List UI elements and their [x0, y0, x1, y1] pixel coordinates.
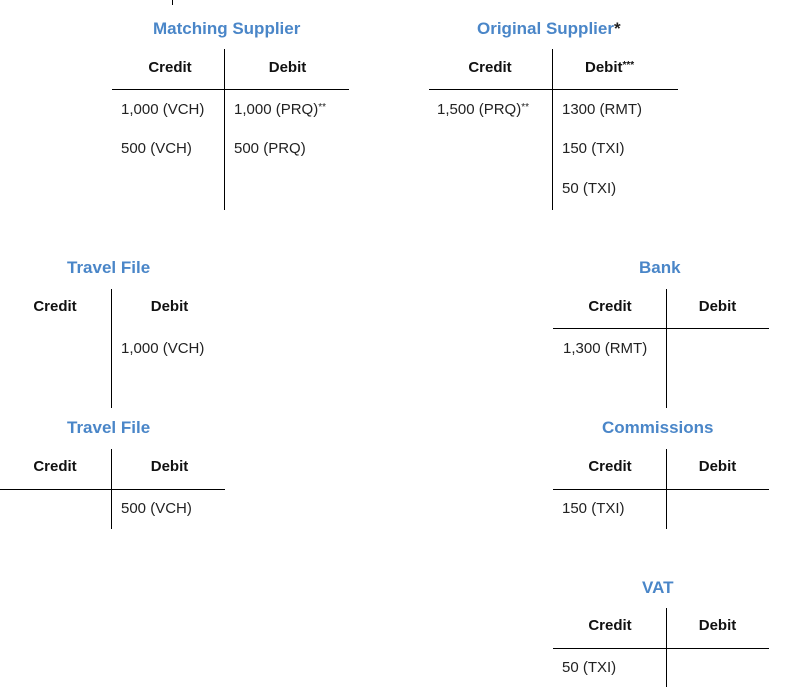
credit-entry: 150 (TXI) — [562, 500, 625, 517]
t-account-horizontal-rule — [553, 489, 769, 490]
account-title: Matching Supplier — [153, 19, 301, 38]
credit-entry-with-note: 1,500 (PRQ)** — [437, 101, 529, 118]
debit-header: Debit — [698, 298, 737, 315]
debit-entry-with-note: 1,000 (PRQ)** — [234, 101, 326, 118]
t-account-vertical-rule — [111, 449, 112, 529]
debit-header: Debit — [698, 617, 737, 634]
debit-header: Debit — [268, 59, 307, 76]
t-account-horizontal-rule — [553, 328, 769, 329]
t-account-vertical-rule — [111, 289, 112, 408]
account-title: Original Supplier — [477, 19, 614, 38]
credit-entry: 50 (TXI) — [562, 659, 617, 676]
debit-header: Debit — [150, 458, 189, 475]
credit-entry: 500 (VCH) — [121, 140, 192, 157]
debit-entry: 1,000 (VCH) — [121, 340, 205, 357]
credit-entry: 1,000 (VCH) — [121, 101, 205, 118]
debit-header-with-note: Debit*** — [585, 59, 634, 76]
stray-tick-mark — [172, 0, 173, 5]
t-account-vertical-rule — [666, 608, 667, 687]
footnote-marker: *** — [622, 60, 635, 71]
debit-header: Debit — [150, 298, 189, 315]
credit-header: Credit — [588, 458, 632, 475]
credit-header: Credit — [148, 59, 192, 76]
t-account-horizontal-rule — [429, 89, 678, 90]
t-account-horizontal-rule — [0, 489, 225, 490]
account-title: Commissions — [602, 418, 714, 437]
debit-entry: 500 (PRQ) — [234, 140, 306, 157]
debit-entry: 50 (TXI) — [562, 180, 617, 197]
account-title: Travel File — [67, 418, 151, 437]
account-title: Bank — [639, 258, 681, 277]
credit-header: Credit — [468, 59, 512, 76]
account-title: Travel File — [67, 258, 151, 277]
debit-entry: 1,000 (PRQ) — [234, 101, 319, 118]
account-title-with-note: Original Supplier* — [477, 19, 621, 39]
account-title: VAT — [642, 578, 674, 597]
credit-header: Credit — [33, 298, 77, 315]
debit-entry: 500 (VCH) — [121, 500, 192, 517]
footnote-marker: * — [613, 19, 621, 38]
credit-entry: 1,300 (RMT) — [563, 340, 648, 357]
t-account-vertical-rule — [666, 289, 667, 408]
t-account-vertical-rule — [224, 49, 225, 210]
t-account-vertical-rule — [666, 449, 667, 529]
debit-entry: 150 (TXI) — [562, 140, 625, 157]
debit-header: Debit — [585, 59, 623, 76]
credit-header: Credit — [33, 458, 77, 475]
t-account-horizontal-rule — [112, 89, 349, 90]
credit-entry: 1,500 (PRQ) — [437, 101, 522, 118]
footnote-marker: ** — [318, 102, 326, 113]
credit-header: Credit — [588, 617, 632, 634]
debit-entry: 1300 (RMT) — [562, 101, 643, 118]
footnote-marker: ** — [521, 102, 529, 113]
credit-header: Credit — [588, 298, 632, 315]
t-account-vertical-rule — [552, 49, 553, 210]
t-account-horizontal-rule — [553, 648, 769, 649]
debit-header: Debit — [698, 458, 737, 475]
